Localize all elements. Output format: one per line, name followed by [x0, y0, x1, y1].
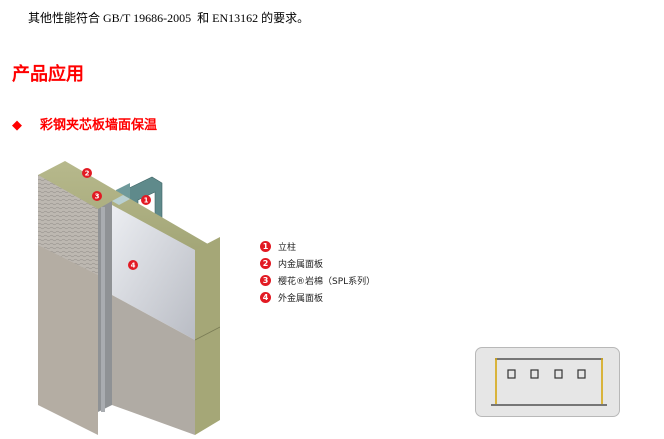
- marker-2-icon: 2: [260, 258, 271, 269]
- building-outline-icon: [491, 358, 607, 406]
- wall-panel-drawing: 2 3 1 4: [38, 161, 221, 435]
- svg-text:3: 3: [95, 193, 100, 201]
- diamond-bullet-icon: ◆: [12, 118, 22, 133]
- svg-text:4: 4: [131, 262, 136, 270]
- svg-text:2: 2: [85, 170, 90, 178]
- marker-4-icon: 4: [260, 292, 271, 303]
- legend-label: 樱花®岩棉（SPL系列）: [278, 277, 376, 287]
- legend-item-outer-panel: 4 外金属面板: [260, 289, 375, 306]
- wall-panel-illustration: 2 3 1 4: [20, 150, 221, 435]
- intro-text: 其他性能符合 GB/T 19686-2005 和 EN13162 的要求。: [28, 11, 310, 25]
- legend-label: 立柱: [278, 243, 297, 253]
- legend-item-post: 1 立柱: [260, 238, 375, 255]
- legend: 1 立柱 2 内金属面板 3 樱花®岩棉（SPL系列） 4 外金属面板: [260, 238, 375, 306]
- subsection-heading: ◆ 彩钢夹芯板墙面保温: [12, 114, 157, 133]
- legend-item-inner-panel: 2 内金属面板: [260, 255, 375, 272]
- marker-3-icon: 3: [260, 275, 271, 286]
- building-section-diagram: [475, 347, 620, 417]
- legend-item-rockwool: 3 樱花®岩棉（SPL系列）: [260, 272, 375, 289]
- legend-label: 外金属面板: [278, 294, 324, 304]
- legend-label: 内金属面板: [278, 260, 324, 270]
- section-title: 产品应用: [12, 64, 84, 85]
- marker-1-icon: 1: [260, 241, 271, 252]
- svg-text:1: 1: [144, 197, 149, 205]
- subsection-title: 彩钢夹芯板墙面保温: [40, 118, 158, 133]
